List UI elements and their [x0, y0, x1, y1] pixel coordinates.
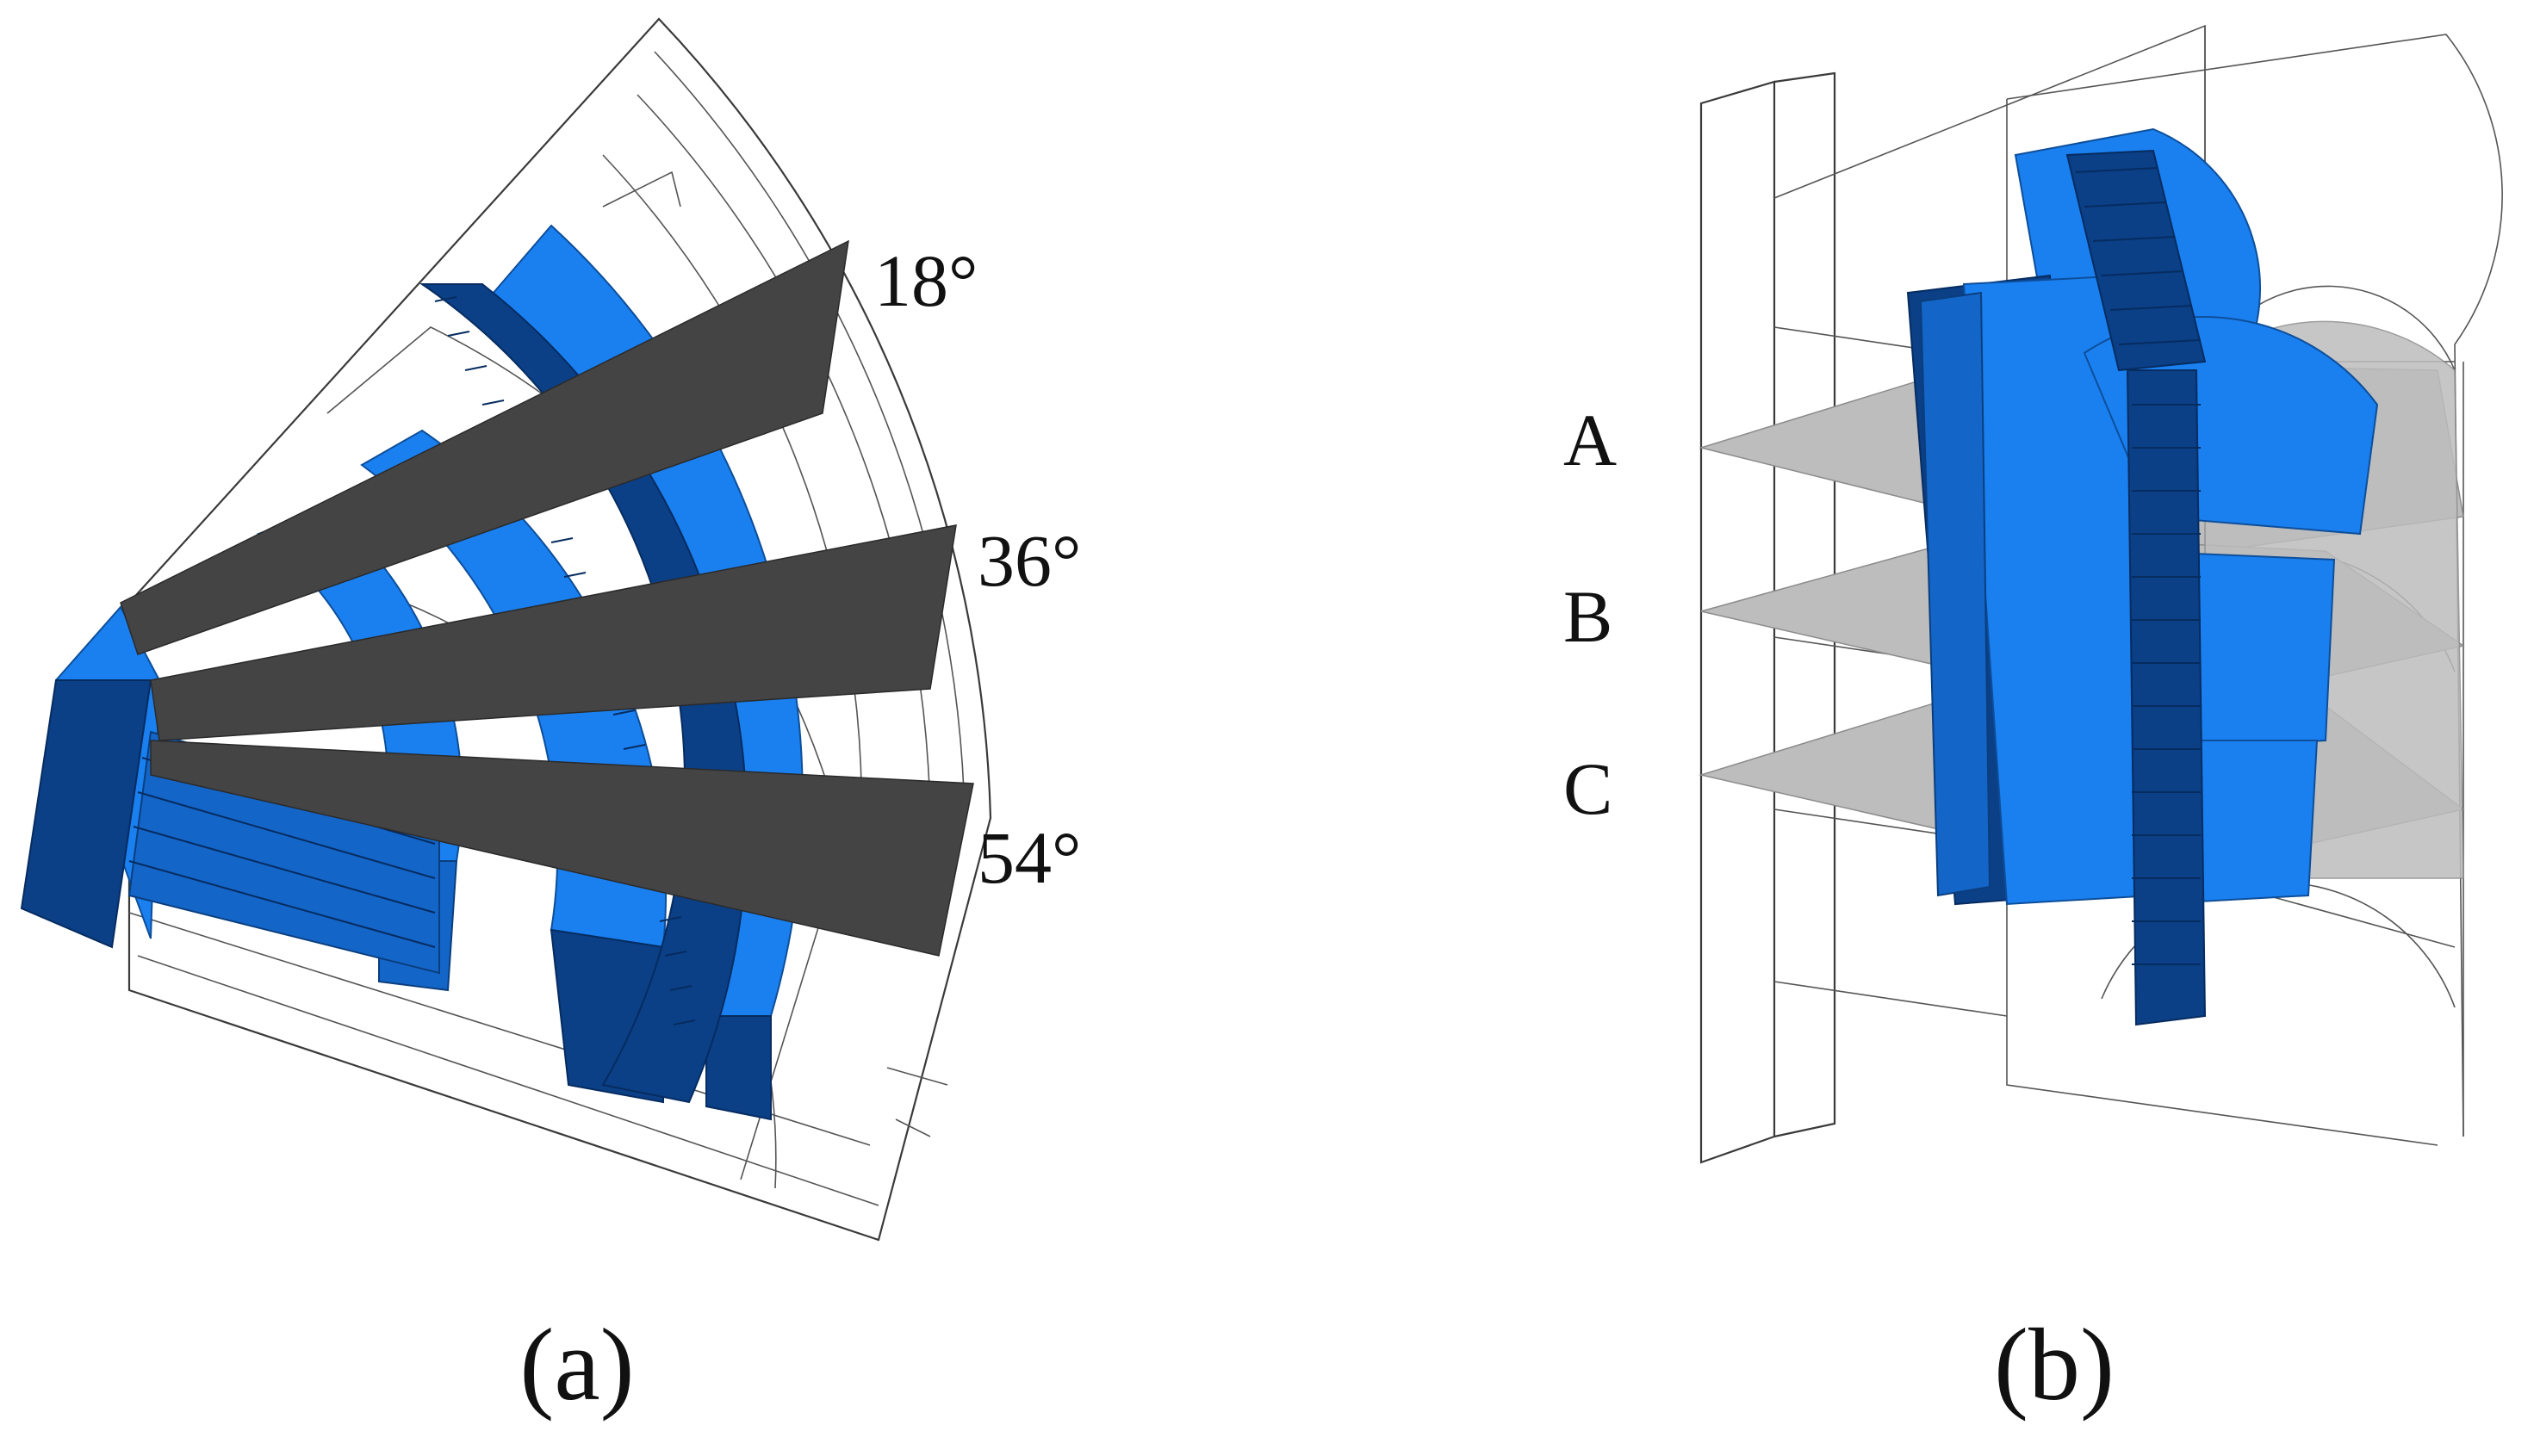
panel-b-machine-model: [1906, 127, 2379, 1026]
caption-a: (a): [519, 1307, 634, 1422]
panel-b: A B C (b): [1563, 24, 2503, 1422]
panel-a-section-cuts: [120, 239, 974, 957]
panel-a-shaft: [20, 605, 440, 975]
caption-b: (b): [1994, 1307, 2115, 1422]
angle-label-18: 18°: [874, 239, 978, 322]
angle-label-54: 54°: [978, 816, 1081, 899]
panel-a: 18° 36° 54° (a): [20, 17, 1081, 1422]
cut-plane-54: [150, 740, 974, 957]
plane-label-b: B: [1563, 575, 1612, 658]
cut-plane-18: [120, 239, 849, 655]
plane-label-a: A: [1563, 399, 1617, 481]
plane-label-c: C: [1563, 747, 1612, 830]
cut-plane-36: [150, 524, 957, 741]
angle-label-36: 36°: [978, 519, 1081, 602]
